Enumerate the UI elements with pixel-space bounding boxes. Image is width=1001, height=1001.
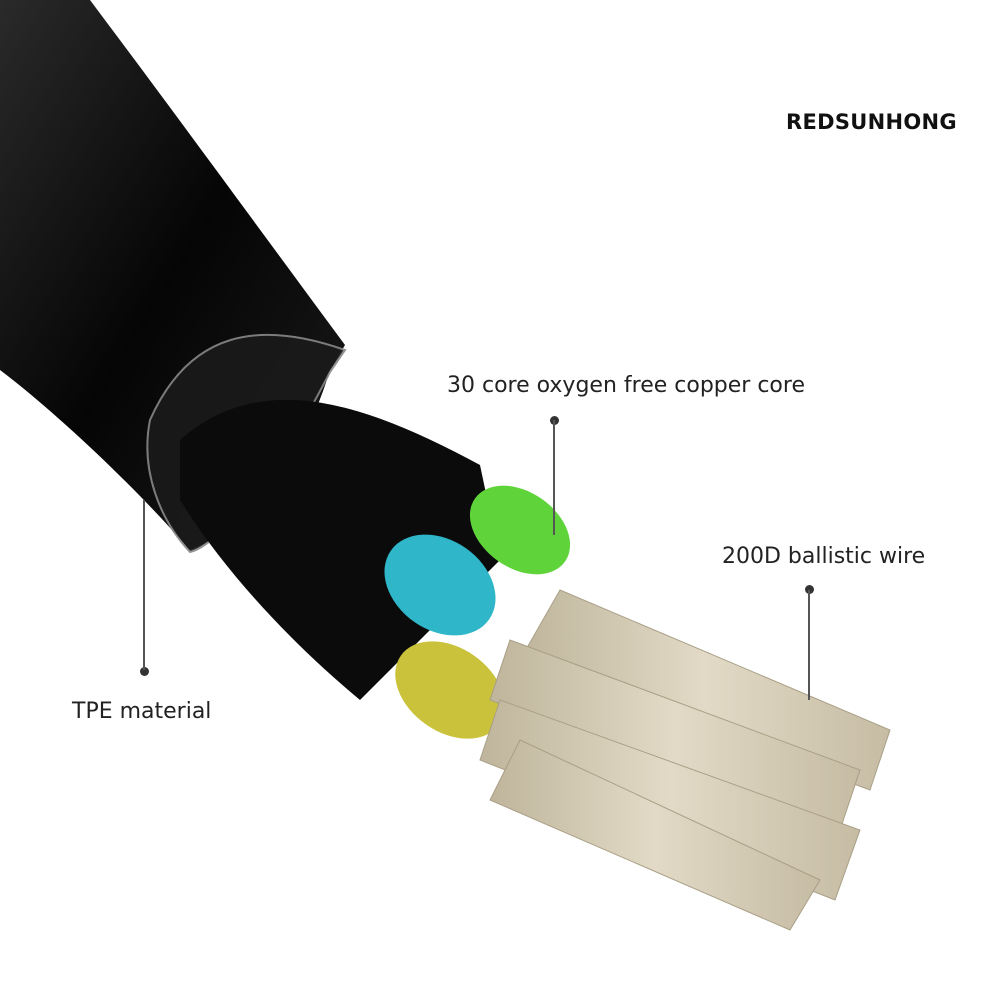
ballistic-wire-pointer-line [808, 590, 810, 700]
copper-core-label: 30 core oxygen free copper core [447, 373, 805, 398]
core-yellow [395, 641, 505, 739]
ballistic-fibers [479, 589, 891, 931]
core-cyan [384, 534, 496, 636]
ballistic-wire-label: 200D ballistic wire [722, 544, 926, 569]
tpe-pointer-line [143, 500, 145, 670]
core-green [469, 485, 571, 575]
ballistic-wire-pointer-dot [805, 585, 814, 594]
tpe-pointer-dot [140, 667, 149, 676]
brand-logo: REDSUNHONG [786, 110, 957, 134]
copper-core-pointer-line [553, 420, 555, 535]
tpe-material-label: TPE material [72, 699, 212, 724]
